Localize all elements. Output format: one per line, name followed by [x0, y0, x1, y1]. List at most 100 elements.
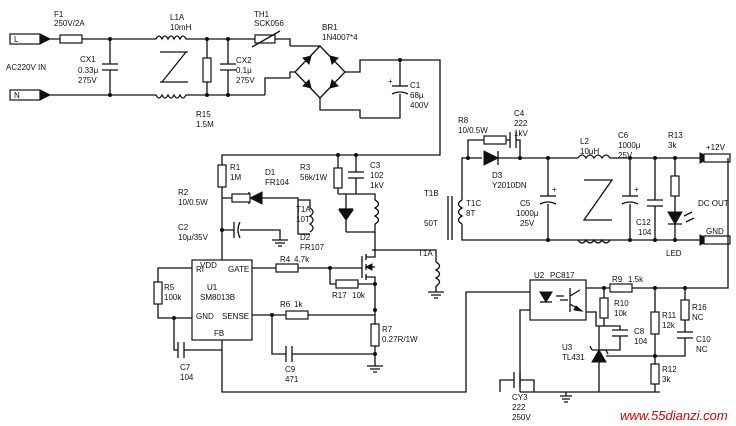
svg-text:T1C: T1C	[466, 199, 481, 208]
svg-text:R16: R16	[692, 303, 707, 312]
svg-text:1kV: 1kV	[514, 129, 528, 138]
svg-text:D1: D1	[265, 168, 276, 177]
svg-text:PC817: PC817	[550, 271, 575, 280]
svg-text:U3: U3	[562, 343, 573, 352]
svg-text:U2: U2	[534, 271, 545, 280]
svg-text:C4: C4	[514, 109, 525, 118]
watermark: www.55dianzi.com	[620, 408, 728, 423]
svg-text:1M: 1M	[230, 173, 241, 182]
svg-text:25V: 25V	[618, 151, 633, 160]
svg-text:471: 471	[285, 375, 299, 384]
capacitor-cy3: CY3 222 250V	[499, 372, 535, 422]
svg-text:C10: C10	[696, 335, 711, 344]
svg-text:C5: C5	[520, 199, 531, 208]
svg-text:C2: C2	[178, 223, 189, 232]
resistor-r7: R7 0.27R/1W	[367, 310, 418, 373]
svg-text:T1A: T1A	[296, 205, 311, 214]
svg-text:SCK056: SCK056	[254, 19, 284, 28]
svg-text:CX2: CX2	[236, 56, 252, 65]
capacitor-c1: + C1 68μ 400V	[360, 58, 429, 119]
capacitor-cx1: CX1 0.33μ 275V	[78, 37, 118, 97]
svg-text:TL431: TL431	[562, 353, 585, 362]
svg-text:U1: U1	[207, 283, 218, 292]
svg-text:CX1: CX1	[80, 55, 96, 64]
pin-n-label: N	[14, 91, 20, 100]
svg-text:50T: 50T	[424, 219, 438, 228]
svg-text:R13: R13	[668, 131, 683, 140]
svg-text:FR104: FR104	[265, 178, 290, 187]
output-gnd-label: GND	[706, 227, 724, 236]
choke-l1a: L1A 10mH	[150, 13, 200, 99]
svg-text:222: 222	[512, 403, 526, 412]
svg-text:GATE: GATE	[228, 265, 249, 274]
svg-text:10mH: 10mH	[170, 23, 192, 32]
svg-text:3k: 3k	[662, 375, 671, 384]
svg-text:222: 222	[514, 119, 528, 128]
svg-text:R9: R9	[612, 275, 623, 284]
capacitor-cx2: CX2 0.1μ 275V	[220, 37, 255, 97]
svg-text:1.5k: 1.5k	[628, 275, 644, 284]
svg-text:GND: GND	[196, 312, 214, 321]
svg-text:R5: R5	[164, 283, 175, 292]
resistor-r8: R8 10/0.5W	[458, 116, 510, 158]
svg-text:SM8013B: SM8013B	[200, 293, 235, 302]
svg-text:1kV: 1kV	[370, 181, 384, 190]
resistor-r16: R16 NC	[680, 288, 707, 332]
svg-text:104: 104	[180, 373, 194, 382]
ic-u1: VDD GATE RI GND SENSE FB U1 SM8013B	[191, 259, 253, 341]
svg-text:R1: R1	[230, 163, 241, 172]
svg-text:NC: NC	[696, 345, 708, 354]
svg-text:3k: 3k	[668, 141, 677, 150]
svg-text:25V: 25V	[520, 219, 535, 228]
ac-input-label: AC220V IN	[6, 63, 46, 72]
svg-text:NC: NC	[692, 313, 704, 322]
svg-text:C8: C8	[634, 327, 645, 336]
capacitor-c4: C4 222 1kV	[509, 109, 528, 158]
capacitor-c9: C9 471	[271, 315, 375, 384]
diode-d2: D2 FR107	[300, 204, 354, 252]
svg-text:RI: RI	[196, 265, 204, 274]
svg-text:L1A: L1A	[170, 13, 185, 22]
capacitor-c8: C8 104	[600, 325, 648, 351]
svg-text:C6: C6	[618, 131, 629, 140]
svg-text:R15: R15	[196, 110, 211, 119]
svg-text:0.33μ: 0.33μ	[78, 66, 99, 75]
resistor-r15: R15 1.5M	[196, 37, 214, 129]
svg-text:1k: 1k	[294, 300, 303, 309]
output-dc-label: DC OUT	[698, 199, 729, 208]
led-indicator: LED	[666, 211, 695, 258]
resistor-r17: R17 10k	[329, 268, 375, 300]
transformer-t1c-secondary: T1C 8T	[447, 196, 481, 240]
svg-text:Y2010DN: Y2010DN	[492, 181, 527, 190]
svg-text:400V: 400V	[410, 101, 429, 110]
svg-text:T1B: T1B	[424, 189, 439, 198]
svg-text:12k: 12k	[662, 321, 676, 330]
svg-text:F1: F1	[54, 10, 64, 19]
svg-text:R2: R2	[178, 188, 189, 197]
svg-text:FR107: FR107	[300, 243, 325, 252]
svg-text:250V: 250V	[512, 413, 531, 422]
resistor-r6: R6 1k	[252, 300, 375, 320]
optocoupler-u2: U2 PC817	[529, 271, 587, 321]
svg-text:R12: R12	[662, 365, 677, 374]
resistor-r10: R10 10k	[599, 288, 629, 326]
svg-text:8T: 8T	[466, 209, 475, 218]
svg-text:R3: R3	[300, 163, 311, 172]
svg-text:+: +	[388, 77, 393, 86]
svg-text:275V: 275V	[236, 76, 255, 85]
resistor-r3: R3 56k/1W	[300, 155, 343, 194]
svg-text:C12: C12	[636, 218, 651, 227]
svg-text:10T: 10T	[296, 215, 310, 224]
resistor-r5: R5 100k	[153, 267, 192, 319]
bridge-rectifier-br1: BR1 1N4007*4	[290, 23, 400, 118]
svg-text:C9: C9	[285, 365, 296, 374]
svg-text:VDD: VDD	[200, 261, 217, 270]
svg-text:R17: R17	[332, 291, 347, 300]
svg-text:0.1μ: 0.1μ	[236, 66, 252, 75]
svg-text:SENSE: SENSE	[222, 312, 249, 321]
svg-text:275V: 275V	[78, 76, 97, 85]
fuse-f1: F1 250V/2A	[54, 10, 85, 44]
resistor-r1: R1 1M	[217, 163, 241, 188]
svg-text:R7: R7	[382, 325, 393, 334]
